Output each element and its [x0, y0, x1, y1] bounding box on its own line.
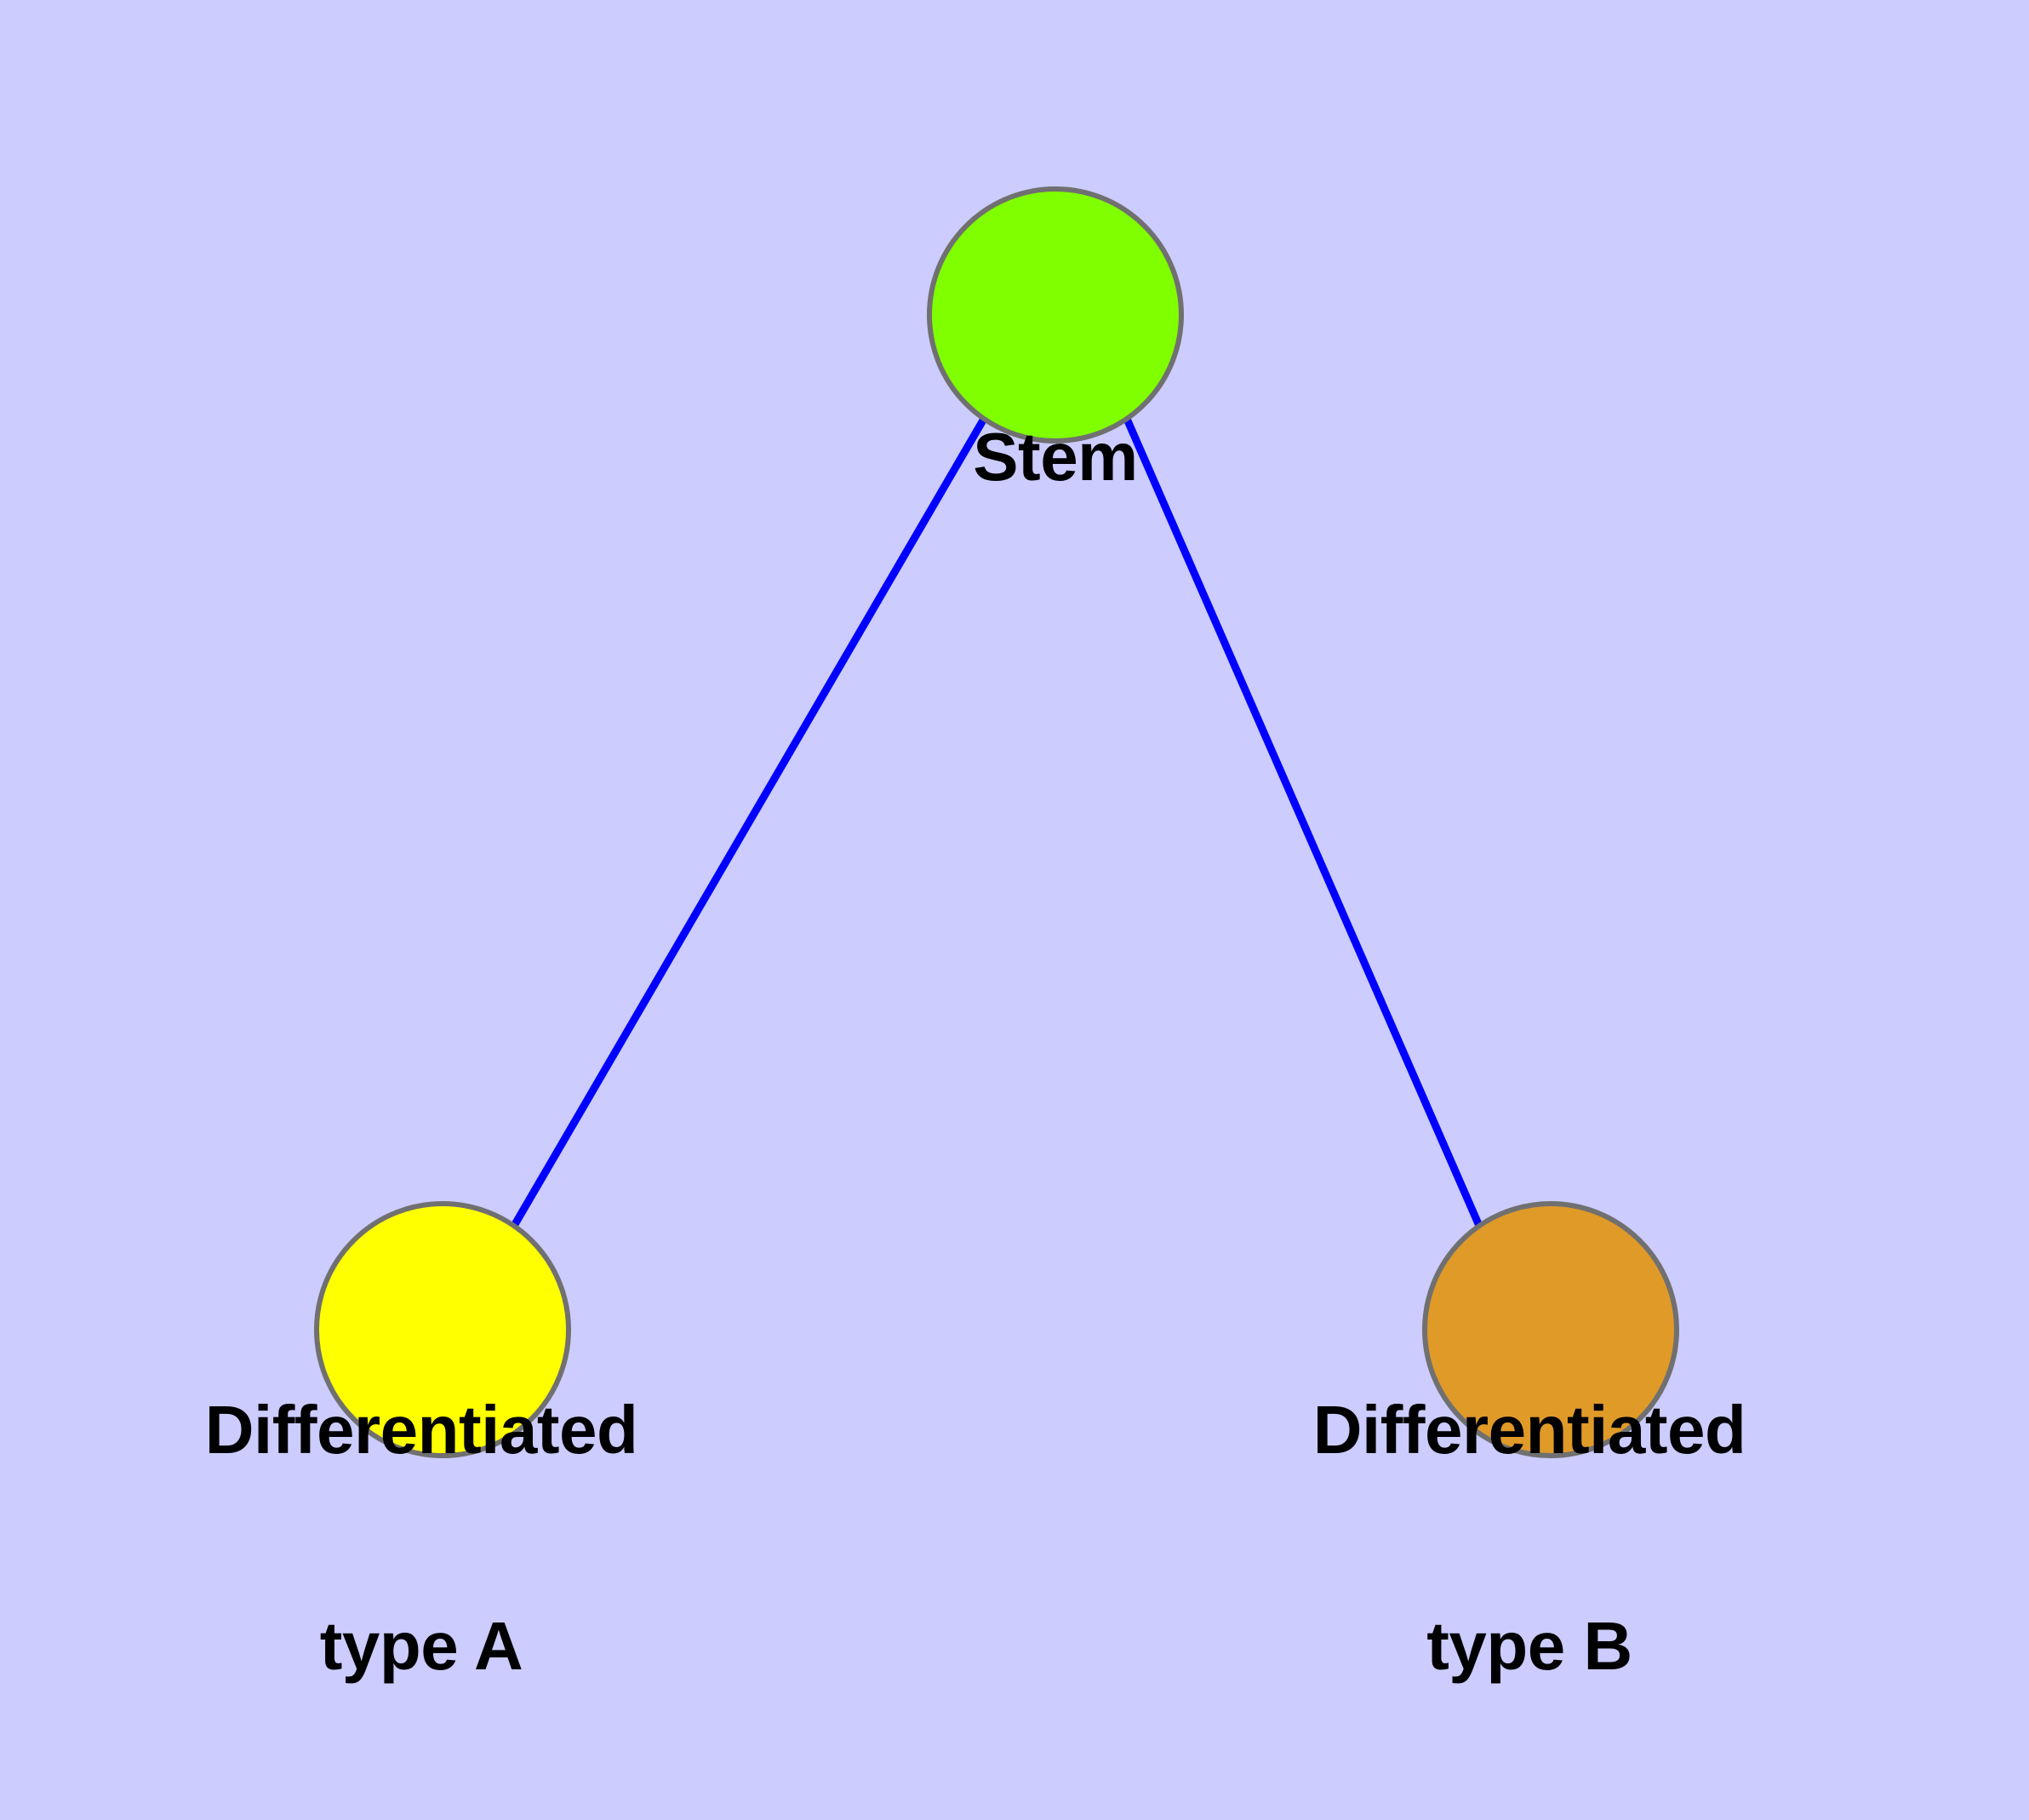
node-stem[interactable] — [927, 186, 1184, 444]
edge-stem-to-diff-a[interactable] — [511, 416, 987, 1228]
node-differentiated-type-b[interactable] — [1422, 1201, 1679, 1458]
node-differentiated-type-a[interactable] — [314, 1201, 571, 1458]
edge-stem-to-diff-b[interactable] — [1123, 417, 1483, 1228]
node-layer — [314, 186, 1679, 1458]
edge-layer — [511, 416, 1483, 1228]
